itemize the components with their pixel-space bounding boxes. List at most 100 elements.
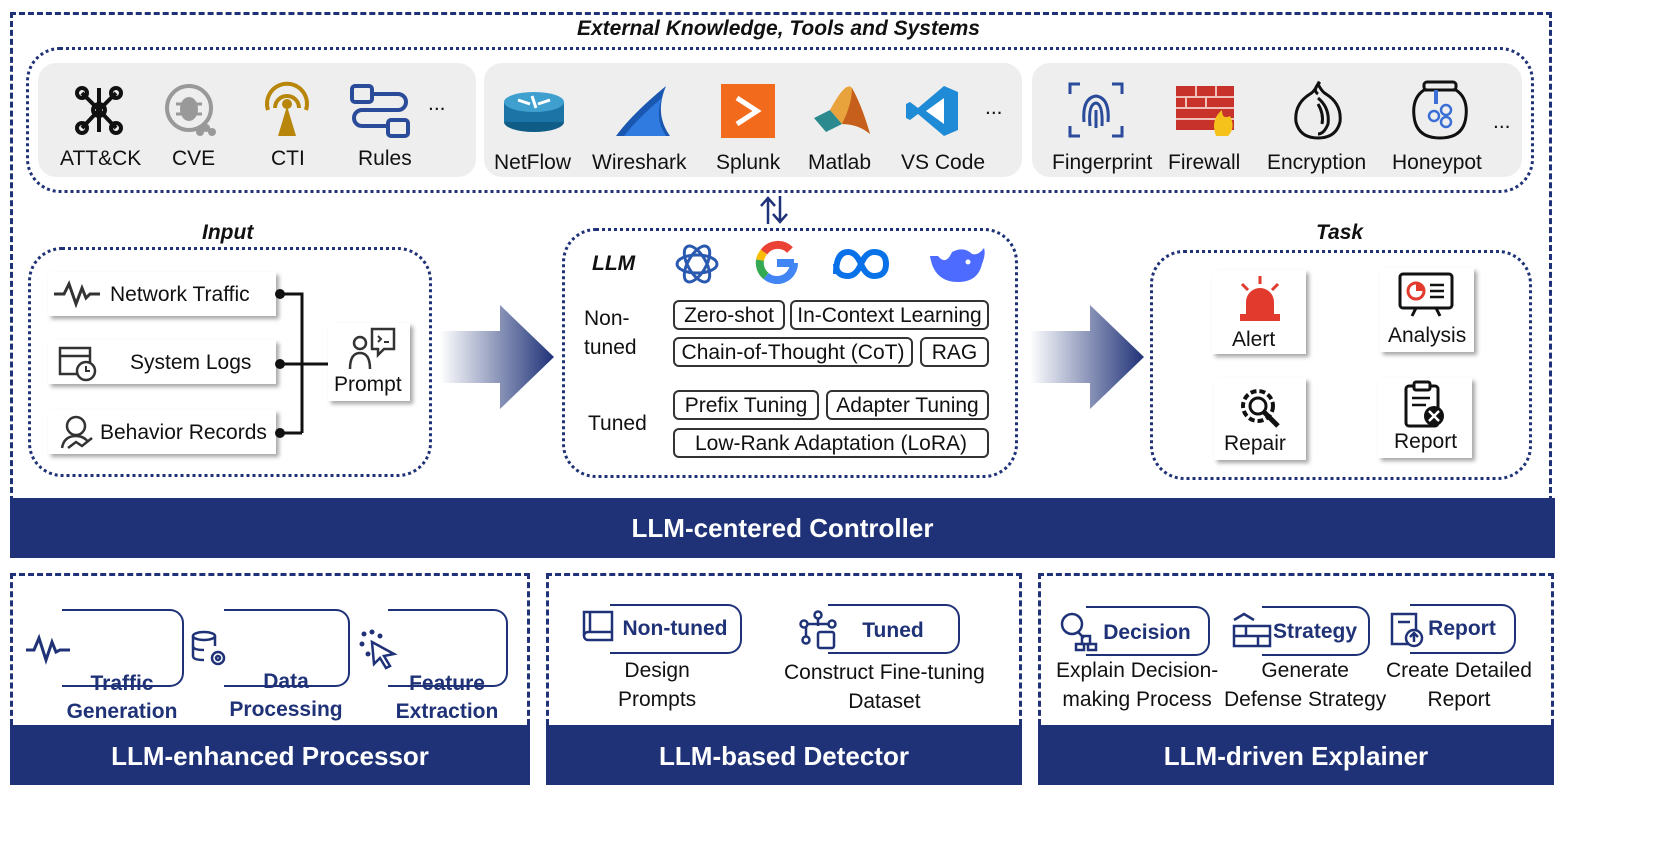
honeypot-icon: [1412, 80, 1468, 140]
meta-icon: [833, 248, 890, 280]
wireshark-icon: [616, 86, 670, 136]
non-tuned-text: Non- tuned: [584, 307, 637, 359]
input-frame: [28, 247, 432, 477]
vscode-label: VS Code: [901, 151, 986, 174]
design-prompts-text: Design Prompts: [618, 659, 697, 711]
llm-to-task-arrow: [1030, 305, 1144, 409]
repair-label: Repair: [1224, 432, 1286, 455]
firewall-icon: [1176, 86, 1234, 136]
pulse-icon: [54, 280, 100, 309]
attck-label: ATT&CK: [60, 147, 142, 170]
task-title: Task: [1316, 221, 1364, 244]
controller-outer-frame: [10, 12, 1552, 502]
fine-tuning-text: Construct Fine-tuning Dataset: [784, 661, 985, 713]
wireshark-label: Wireshark: [592, 151, 687, 174]
input-title: Input: [202, 221, 254, 244]
dataset-network-icon: [799, 610, 837, 650]
feature-extraction-tab: Feature Extraction: [388, 609, 508, 723]
deepseek-icon: [930, 248, 985, 282]
lora-pill: Low-Rank Adaptation (LoRA): [673, 428, 989, 458]
prefix-tuning-pill: Prefix Tuning: [673, 390, 819, 420]
cve-icon: [165, 84, 216, 136]
controller-bar: LLM-centered Controller: [10, 498, 1555, 558]
non-tuned-label: Non- tuned: [584, 304, 637, 362]
rules-label: Rules: [358, 147, 412, 170]
book-icon: [582, 610, 614, 642]
input-connector-lines: [275, 289, 330, 438]
feature-cursor-icon: [359, 629, 398, 670]
llm-frame: [562, 228, 1018, 478]
report-tab: Report: [1410, 604, 1516, 654]
task-card-repair: Repair: [1214, 378, 1306, 460]
task-card-alert: Alert: [1212, 270, 1306, 354]
explainer-bar: LLM-driven Explainer: [1038, 725, 1554, 785]
input-card-system-logs: System Logs: [48, 340, 276, 384]
strategy-tab: Strategy: [1262, 606, 1370, 656]
database-gear-icon: [191, 630, 226, 666]
data-processing-label: Data Processing: [229, 670, 343, 721]
splunk-icon: [721, 84, 775, 138]
calendar-clock-icon: [58, 346, 97, 382]
detailed-report-text: Create Detailed Report: [1386, 659, 1532, 711]
behavior-records-label: Behavior Records: [100, 421, 267, 444]
fingerprint-icon: [1068, 82, 1124, 138]
system-logs-label: System Logs: [130, 351, 252, 374]
tuned-label: Tuned: [588, 412, 647, 435]
ellipsis-1: ...: [428, 92, 446, 115]
rules-icon: [350, 84, 410, 138]
defense-strategy-desc: Generate Defense Strategy: [1224, 656, 1386, 714]
fine-tuning-desc: Construct Fine-tuning Dataset: [784, 658, 985, 716]
network-traffic-label: Network Traffic: [110, 283, 250, 306]
input-card-behavior-records: Behavior Records: [48, 410, 276, 454]
explainer-frame: [1038, 573, 1554, 725]
report-clipboard-icon: [1404, 380, 1444, 428]
openai-icon: [675, 244, 719, 284]
tuned-tab: Tuned: [828, 604, 960, 654]
matlab-label: Matlab: [808, 151, 872, 174]
adapter-tuning-pill: Adapter Tuning: [826, 390, 989, 420]
cot-pill: Chain-of-Thought (CoT): [673, 337, 913, 367]
netflow-icon: [504, 92, 564, 132]
bidirectional-arrow-icon: [760, 196, 788, 224]
traffic-generation-label: Traffic Generation: [66, 672, 178, 723]
detector-bar: LLM-based Detector: [546, 725, 1022, 785]
detector-frame: [546, 573, 1022, 725]
rag-pill: RAG: [920, 337, 989, 367]
splunk-label: Splunk: [716, 151, 781, 174]
ellipsis-3: ...: [1493, 110, 1511, 133]
task-card-report: Report: [1378, 378, 1472, 458]
feature-extraction-label: Feature Extraction: [395, 672, 499, 723]
alarm-icon: [1240, 276, 1280, 321]
zero-shot-pill: Zero-shot: [673, 300, 785, 330]
analysis-monitor-icon: [1398, 272, 1454, 317]
firewall-label: Firewall: [1168, 151, 1241, 174]
attck-icon: [75, 86, 123, 135]
input-to-llm-arrow: [440, 305, 554, 409]
cti-label: CTI: [271, 147, 305, 170]
analysis-label: Analysis: [1388, 324, 1467, 347]
traffic-generation-tab: Traffic Generation: [62, 609, 184, 723]
user-activity-icon: [60, 415, 93, 449]
cti-icon: [265, 81, 309, 136]
report-label: Report: [1394, 430, 1458, 453]
input-card-network-traffic: Network Traffic: [48, 272, 276, 316]
ellipsis-2: ...: [985, 96, 1003, 119]
processor-frame: [10, 573, 530, 725]
strategy-wall-icon: [1232, 612, 1272, 648]
icl-pill: In-Context Learning: [790, 300, 989, 330]
google-icon: [755, 240, 799, 285]
explain-decision-text: Explain Decision- making Process: [1056, 659, 1219, 711]
design-prompts-desc: Design Prompts: [618, 656, 696, 714]
prompt-person-icon: [348, 327, 396, 370]
traffic-pulse-icon: [26, 633, 70, 665]
fingerprint-label: Fingerprint: [1052, 151, 1153, 174]
task-frame: [1150, 250, 1532, 480]
data-processing-tab: Data Processing: [224, 609, 350, 721]
external-frame: [26, 47, 1534, 193]
encryption-icon: [1294, 80, 1342, 140]
non-tuned-tab: Non-tuned: [610, 604, 742, 654]
explain-decision-desc: Explain Decision- making Process: [1056, 656, 1218, 714]
cve-label: CVE: [172, 147, 216, 170]
prompt-card: Prompt: [328, 323, 410, 401]
defense-strategy-text: Generate Defense Strategy: [1224, 659, 1387, 711]
